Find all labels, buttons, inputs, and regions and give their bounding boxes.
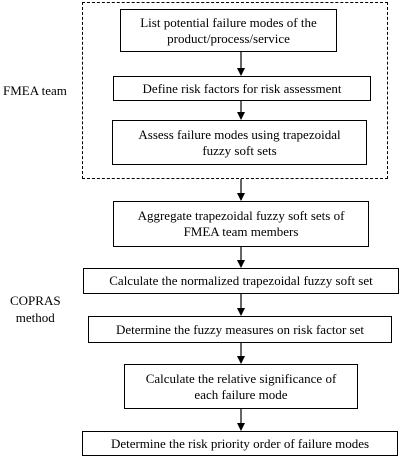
step-1-line2: product/process/service — [167, 30, 290, 46]
step-4-line2: FMEA team members — [183, 224, 299, 239]
copras-label-line2: method — [15, 310, 55, 325]
step-1-line1: List potential failure modes of the — [140, 14, 317, 30]
fmea-team-label: FMEA team — [3, 82, 67, 99]
step-6-line1: Determine the fuzzy measures on risk fac… — [116, 321, 364, 337]
step-define-risk-factors: Define risk factors for risk assessment — [113, 76, 371, 101]
step-determine-risk-priority: Determine the risk priority order of fai… — [82, 431, 398, 456]
step-5-line1: Calculate the normalized trapezoidal fuz… — [109, 273, 373, 288]
step-7-line1: Calculate the relative significance of — [145, 370, 337, 386]
step-assess-failure-modes: Assess failure modes using trapezoidal f… — [112, 120, 367, 165]
step-2-line1: Define risk factors for risk assessment — [142, 80, 342, 96]
fmea-team-label-text: FMEA team — [3, 83, 67, 98]
step-3-line2: fuzzy soft sets — [202, 142, 277, 158]
step-7-line2: each failure mode — [194, 386, 288, 402]
step-4-line1: Aggregate trapezoidal fuzzy soft sets of — [137, 208, 345, 223]
step-calculate-relative-significance: Calculate the relative significance of e… — [124, 364, 358, 409]
step-3-line1: Assess failure modes using trapezoidal — [138, 126, 341, 142]
fmea-team-dashed-frame — [82, 2, 388, 179]
copras-label-line1: COPRAS — [10, 293, 61, 308]
step-list-failure-modes: List potential failure modes of the prod… — [120, 9, 337, 52]
copras-method-label: COPRAS method — [10, 292, 61, 326]
step-determine-fuzzy-measures: Determine the fuzzy measures on risk fac… — [88, 316, 392, 343]
step-calculate-normalized-set: Calculate the normalized trapezoidal fuz… — [83, 268, 399, 294]
step-aggregate-soft-sets: Aggregate trapezoidal fuzzy soft sets of… — [113, 201, 369, 247]
step-8-line1: Determine the risk priority order of fai… — [110, 435, 370, 451]
